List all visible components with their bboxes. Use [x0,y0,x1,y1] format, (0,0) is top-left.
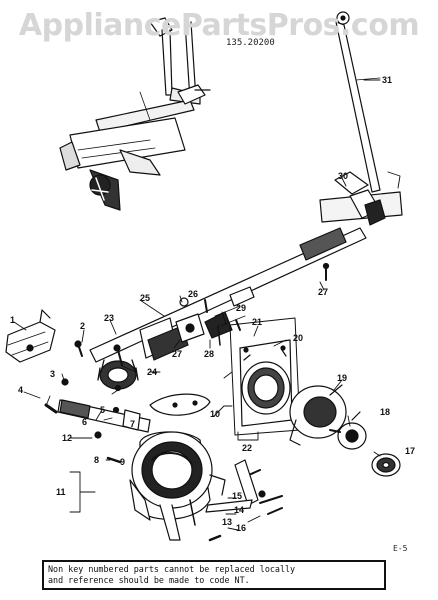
callout-25: 25 [140,293,151,303]
callout-2: 2 [80,321,86,331]
callout-7: 7 [130,419,136,429]
footnote-box: Non key numbered parts cannot be replace… [42,560,386,590]
callout-11: 11 [56,487,66,497]
callout-18: 18 [380,407,391,417]
callout-14: 14 [234,505,245,515]
callout-24: 24 [147,367,158,377]
callout-13: 13 [222,517,233,527]
footnote-line-2: and reference should be made to code NT. [48,575,250,585]
callout-23: 23 [104,313,115,323]
callout-27-upper: 27 [318,287,329,297]
connecting-rod-assembly [319,11,403,226]
footnote-line-1: Non key numbered parts cannot be replace… [48,564,296,574]
callout-27-lower: 27 [172,349,183,359]
hook-housing-11 [129,431,226,541]
page-code-label: E-5 [393,544,408,553]
callout-16: 16 [236,523,247,533]
bevel-gear [97,359,139,390]
callout-26: 26 [188,289,199,299]
levers-14-15 [205,459,259,513]
callout-30: 30 [338,171,349,181]
diagram-code-label: 135.20200 [226,38,275,48]
callout-4: 4 [18,385,24,395]
bobbin-case-18 [329,411,367,450]
callout-15: 15 [232,491,243,501]
callout-1: 1 [10,315,16,325]
reference-leaders [13,79,381,531]
lower-shaft [57,399,151,433]
callout-9: 9 [120,457,126,467]
callout-6: 6 [82,417,88,427]
part-10-plate [149,393,211,416]
callout-22: 22 [242,443,253,453]
callout-10: 10 [210,409,221,419]
main-shaft-assembly [89,227,367,363]
part-1-bracket [5,309,56,363]
bobbin-case-base-19 [289,384,347,446]
callout-21: 21 [252,317,263,327]
upper-left-linkage-assembly [59,17,211,211]
bobbin-17 [371,453,401,477]
bracket-20-22-frame [229,317,301,436]
callout-3: 3 [50,369,56,379]
callout-28: 28 [204,349,215,359]
small-hardware [44,262,330,542]
callout-5: 5 [100,405,106,415]
callout-17: 17 [405,446,416,456]
callout-31: 31 [382,75,393,85]
callout-12: 12 [62,433,73,443]
callout-19: 19 [337,373,348,383]
callout-8: 8 [94,455,100,465]
callout-29: 29 [236,303,247,313]
callout-20: 20 [293,333,304,343]
